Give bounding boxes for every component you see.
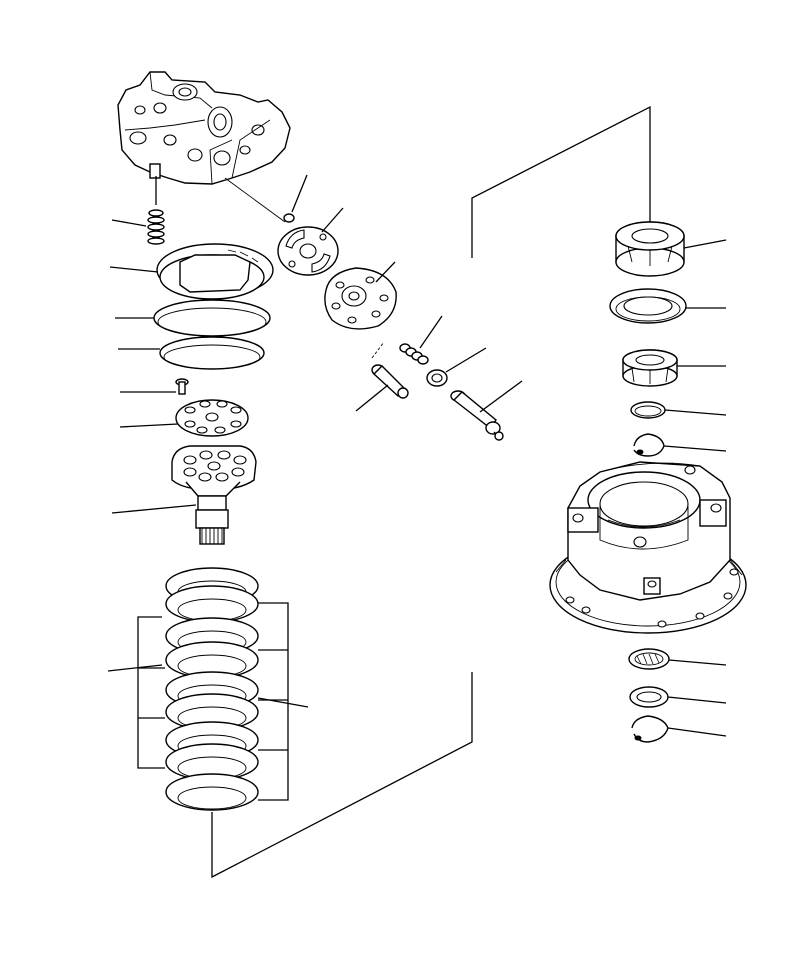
check-ball (283, 213, 295, 223)
leader-line (321, 207, 344, 233)
piston-pin (371, 341, 409, 399)
bolt-part (175, 378, 189, 395)
friction-plates (165, 567, 259, 811)
leader-line (291, 174, 308, 213)
leader-line (355, 384, 389, 412)
motor-case (549, 461, 747, 634)
retainer-plate (175, 399, 249, 437)
o-ring (159, 336, 265, 370)
valve-spring (399, 343, 429, 365)
valve-spool (450, 390, 504, 441)
leader-line (109, 266, 159, 273)
leader-line (375, 261, 396, 283)
circlip (633, 433, 665, 457)
leader-line (419, 315, 443, 349)
assembly-line (224, 177, 286, 223)
leader-line (111, 219, 147, 227)
needle-bearing (628, 648, 670, 670)
group-connector-line (471, 105, 651, 258)
snap-ring-inner (634, 405, 662, 417)
o-ring-inner (157, 307, 267, 337)
motor-housing (117, 71, 291, 185)
leader-line (667, 727, 727, 737)
washer-hole (636, 691, 662, 703)
leader-line (479, 380, 523, 413)
brake-disc-stack (137, 567, 289, 811)
roller-bearing-small (622, 349, 678, 387)
cylinder-block (171, 445, 257, 545)
group-connector-line (211, 672, 473, 879)
roller-bearing-large (615, 221, 685, 277)
valve-collar (426, 369, 448, 387)
leader-line (668, 659, 727, 666)
leader-line (664, 409, 727, 416)
o-ring-inner (163, 344, 261, 370)
leader-line (683, 239, 727, 249)
leader-line (667, 696, 727, 704)
leader-line (663, 445, 727, 452)
leader-line (119, 423, 179, 428)
spring-part (147, 176, 165, 245)
cam-plate (324, 267, 397, 330)
leader-line (107, 664, 163, 672)
leader-line (111, 504, 197, 514)
valve-plate (277, 226, 339, 276)
leader-line (445, 347, 487, 373)
leader-line (257, 697, 309, 708)
brake-ring (156, 243, 274, 300)
circlip-lower (631, 715, 669, 743)
o-ring (153, 299, 271, 337)
oil-seal (609, 288, 687, 324)
